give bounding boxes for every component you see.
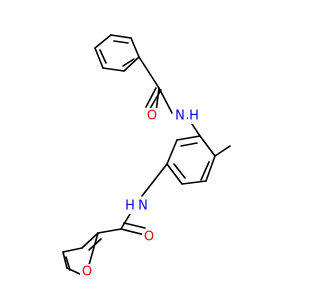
bond — [145, 87, 157, 108]
nitrogen-atom-label: N — [175, 109, 185, 124]
hydrogen-atom-label: H — [189, 109, 199, 124]
hydrogen-atom-label: H — [125, 199, 135, 214]
bond — [173, 163, 186, 179]
bonds — [62, 34, 231, 276]
chemical-structure: O N H H N O O — [62, 34, 231, 280]
bond — [110, 34, 132, 39]
bond — [166, 163, 183, 185]
bond — [120, 228, 146, 236]
bond — [99, 49, 107, 64]
bond — [176, 135, 201, 141]
bond — [94, 47, 104, 69]
bond — [94, 34, 112, 49]
bond — [181, 180, 207, 185]
bond — [62, 247, 83, 253]
bond — [102, 67, 125, 72]
bond — [120, 213, 131, 230]
atom-labels: O N H H N O O — [80, 108, 201, 280]
nitrogen-atom-label: N — [138, 199, 148, 214]
bond — [141, 163, 168, 197]
bond — [113, 40, 129, 44]
bond — [130, 37, 140, 58]
bond — [81, 232, 99, 249]
bond — [123, 56, 140, 72]
bond — [97, 228, 122, 234]
bond — [158, 87, 173, 114]
bond — [123, 222, 146, 229]
bond — [65, 256, 71, 271]
bond — [200, 161, 210, 181]
bond — [138, 56, 160, 89]
bond — [66, 267, 83, 276]
oxygen-atom-label: O — [147, 109, 157, 124]
bond — [62, 251, 68, 269]
oxygen-atom-label: O — [82, 265, 92, 280]
bond — [199, 135, 216, 157]
bond — [180, 142, 198, 147]
bond — [166, 139, 178, 165]
bond — [214, 145, 231, 157]
bond — [205, 155, 216, 182]
bond — [88, 232, 99, 266]
oxygen-atom-label: O — [144, 230, 154, 245]
bond — [122, 58, 135, 67]
